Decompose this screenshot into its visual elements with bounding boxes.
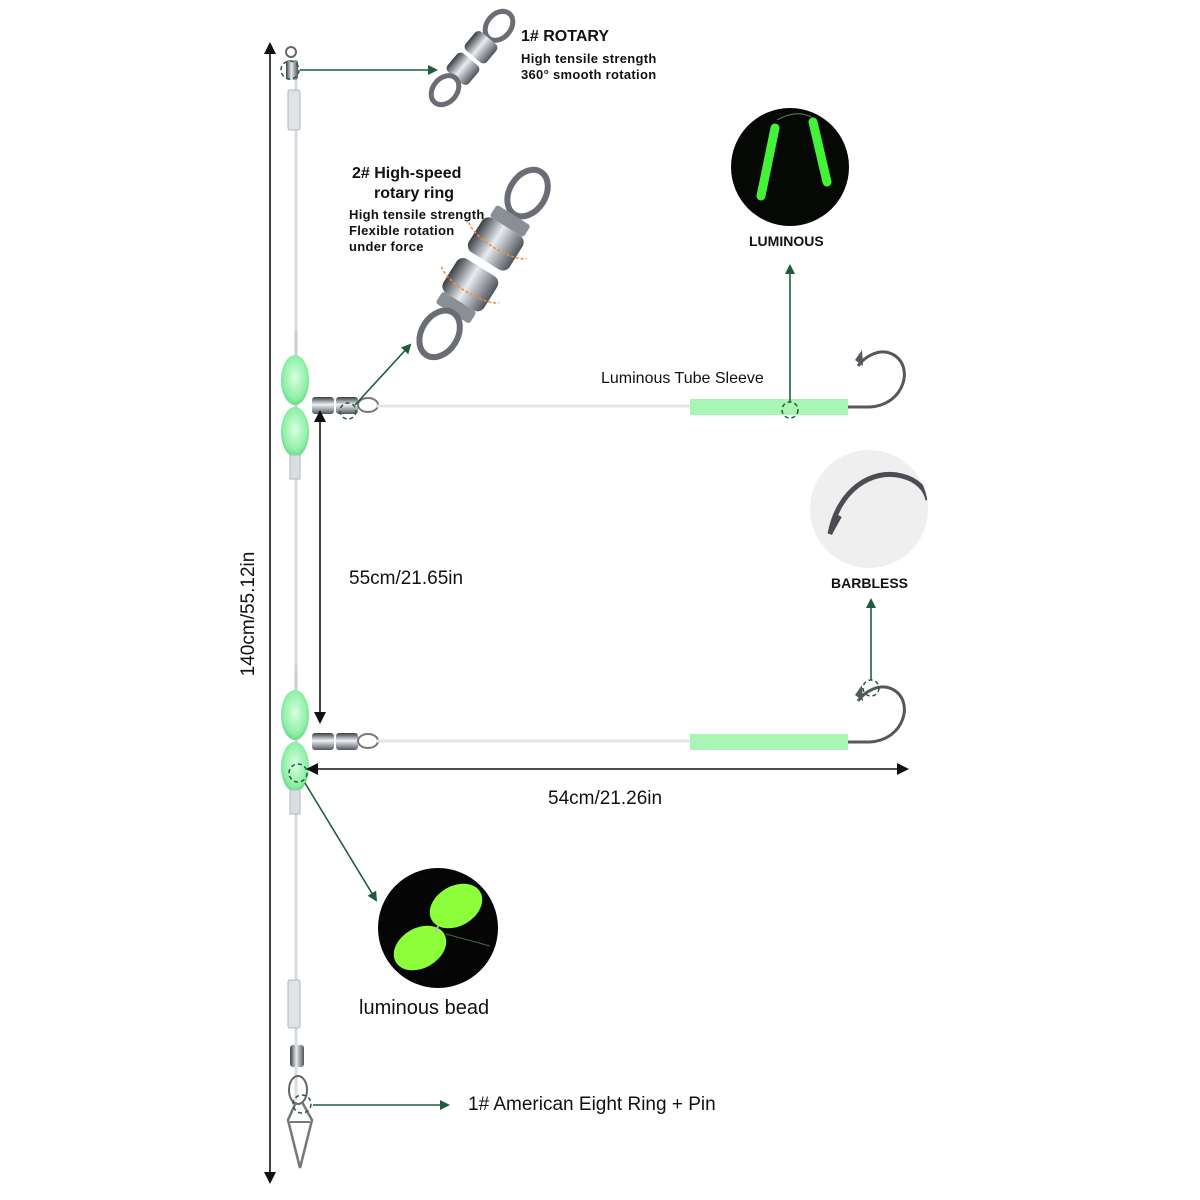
branch-spacing-label: 55cm/21.65in <box>349 568 464 589</box>
luminous-label: LUMINOUS <box>749 233 824 249</box>
barbless-label: BARBLESS <box>831 575 909 591</box>
rotary2-title-line-1: 2# High-speed <box>352 165 462 182</box>
rotary2-title-line-2: rotary ring <box>374 185 455 202</box>
rotary1-swivel-icon <box>428 8 516 108</box>
total-length-label: 140cm/55.12in <box>238 551 259 677</box>
upper-tube-sleeve <box>690 399 848 415</box>
glowing-tube-icon <box>756 113 832 201</box>
luminous-bead-detail-image <box>378 868 498 988</box>
rotary2-feature-3: under force <box>349 239 424 254</box>
callout-arrows <box>300 65 876 1110</box>
snap-pin-icon <box>286 979 314 1169</box>
barbless-hook-icon <box>827 472 928 535</box>
branch-length-label: 54cm/21.26in <box>548 788 663 809</box>
rotary2-feature-1: High tensile strength <box>349 207 485 222</box>
rotary1-feature-2: 360° smooth rotation <box>521 67 657 82</box>
top-swivel-icon <box>285 46 301 131</box>
barbless-detail-image <box>810 450 928 568</box>
upper-bead-icon <box>281 330 309 480</box>
luminous-bead-label: luminous bead <box>359 997 490 1019</box>
upper-hook-icon <box>848 350 906 409</box>
snap-label: 1# American Eight Ring + Pin <box>468 1094 716 1115</box>
luminous-detail-image <box>731 108 849 226</box>
glowing-bead-icon <box>393 883 491 971</box>
lower-bead-icon <box>281 665 309 815</box>
rotary1-title: 1# ROTARY <box>521 28 610 45</box>
rotary1-feature-1: High tensile strength <box>521 51 657 66</box>
lower-branch-swivel-icon <box>312 733 379 750</box>
rotary2-swivel-icon <box>416 166 551 361</box>
tube-sleeve-label: Luminous Tube Sleeve <box>601 370 764 387</box>
upper-branch-swivel-icon <box>312 397 379 414</box>
lower-hook-icon <box>848 685 906 744</box>
rotary2-feature-2: Flexible rotation <box>349 223 455 238</box>
lower-tube-sleeve <box>690 734 848 750</box>
